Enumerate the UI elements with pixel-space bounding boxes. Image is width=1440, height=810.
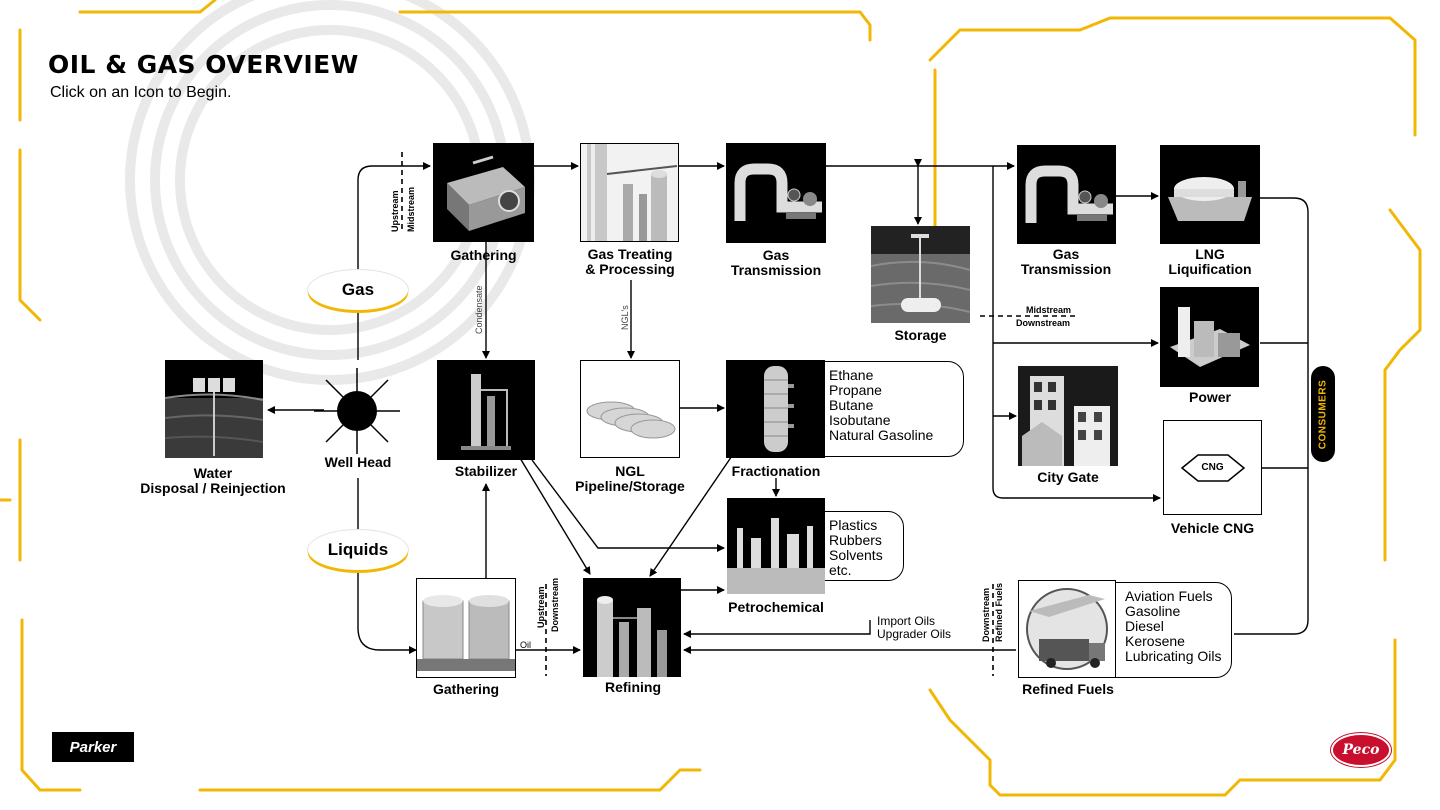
refinery-plant-icon: [727, 518, 825, 594]
downstream-label-fuels: Downstream: [981, 587, 991, 642]
product-item: Butane: [829, 397, 874, 413]
refining-towers-icon: [597, 596, 667, 677]
midstream-label-storage: Midstream: [1026, 305, 1072, 315]
vehicle-cng-icon[interactable]: CNG: [1163, 420, 1262, 515]
page-title: OIL & GAS OVERVIEW: [48, 50, 359, 79]
city-gate-label: City Gate: [1037, 469, 1099, 485]
product-item: Ethane: [829, 367, 874, 383]
power-label: Power: [1188, 389, 1231, 405]
power-plant-icon: [1170, 307, 1250, 367]
condensate-label: Condensate: [474, 285, 484, 334]
well-head-label: Well Head: [324, 454, 392, 470]
lng-liquification-icon[interactable]: [1160, 145, 1260, 244]
liquids-branch-oval[interactable]: Liquids: [308, 530, 408, 570]
parker-logo: Parker: [52, 732, 134, 762]
product-item: Solvents: [829, 547, 883, 563]
page-subtitle: Click on an Icon to Begin.: [50, 84, 232, 101]
ngl-tanks-icon: [586, 401, 676, 439]
upgrader-oils-label: Upgrader Oils: [877, 627, 952, 641]
fractionation-label: Fractionation: [731, 463, 821, 479]
upstream-label-gas: Upstream: [390, 190, 400, 232]
city-gate-icon[interactable]: [1018, 366, 1118, 466]
refined-fuels-vertical-label: Refined Fuels: [994, 582, 1004, 642]
processing-tower-icon: [581, 144, 678, 241]
oil-label: Oil: [520, 640, 531, 650]
gas-treating-icon[interactable]: [580, 143, 679, 242]
pipeline-valve-icon: [734, 163, 822, 221]
gathering-gas-icon[interactable]: [433, 143, 534, 242]
underground-storage-icon: [870, 226, 971, 323]
downstream-label-liquids: Downstream: [550, 577, 560, 632]
lng-tanker-icon: [1168, 177, 1252, 221]
storage-label: Storage: [894, 327, 947, 343]
refining-icon[interactable]: [583, 578, 681, 677]
stabilizer-label: Stabilizer: [454, 463, 518, 479]
product-item: Rubbers: [829, 532, 882, 548]
refining-label: Refining: [605, 679, 661, 695]
power-icon[interactable]: [1160, 287, 1259, 387]
product-item: Aviation Fuels: [1125, 588, 1213, 604]
injection-well-icon: [164, 378, 264, 458]
product-item: etc.: [829, 562, 852, 578]
product-item: Gasoline: [1125, 603, 1181, 619]
product-item: Kerosene: [1125, 633, 1185, 649]
consumers-label: CONSUMERS: [1317, 379, 1329, 449]
compressor-icon: [447, 155, 525, 231]
gathering-gas-label: Gathering: [450, 247, 517, 263]
refined-fuels-label: Refined Fuels: [1022, 681, 1114, 697]
storage-tanks-icon: [417, 595, 515, 671]
petrochemical-label: Petrochemical: [728, 599, 824, 615]
gas-treating-label: Gas Treating& Processing: [585, 246, 675, 277]
downstream-label-storage: Downstream: [1016, 318, 1071, 328]
product-item: Diesel: [1125, 618, 1164, 634]
product-item: Plastics: [829, 517, 878, 533]
water-disposal-icon[interactable]: [164, 360, 264, 458]
ngls-label: NGL's: [620, 305, 630, 330]
gathering-liquids-icon[interactable]: [416, 578, 516, 678]
upstream-label-liquids: Upstream: [536, 586, 546, 628]
import-oils-label: Import Oils: [877, 614, 936, 628]
well-head-icon[interactable]: [312, 366, 402, 456]
peco-logo: Peco: [1331, 733, 1391, 767]
gathering-liquids-label: Gathering: [432, 681, 500, 697]
product-item: Natural Gasoline: [829, 427, 934, 443]
gas-transmission-2-icon[interactable]: [1017, 145, 1116, 244]
refined-fuels-icon[interactable]: [1018, 580, 1116, 678]
petrochemical-icon[interactable]: [727, 498, 825, 594]
city-buildings-icon: [1018, 366, 1118, 466]
product-item: Lubricating Oils: [1125, 648, 1222, 664]
pipeline-valve-2-icon: [1025, 165, 1113, 223]
ngl-pipeline-icon[interactable]: [580, 360, 680, 458]
cng-badge-text: CNG: [1201, 462, 1224, 473]
stabilizer-column-icon: [461, 374, 511, 450]
consumers-pill[interactable]: CONSUMERS: [1311, 366, 1335, 462]
cng-diamond-icon: [1180, 454, 1246, 482]
stabilizer-icon[interactable]: [437, 360, 535, 460]
vehicle-cng-label: Vehicle CNG: [1170, 520, 1255, 536]
product-item: Propane: [829, 382, 882, 398]
product-item: Isobutane: [829, 412, 891, 428]
midstream-label-gas: Midstream: [406, 186, 416, 232]
gas-transmission-icon[interactable]: [726, 143, 826, 243]
fractionation-column-icon: [764, 366, 794, 452]
storage-icon[interactable]: [870, 226, 971, 323]
fuel-transport-icon: [1026, 588, 1108, 670]
gas-branch-oval[interactable]: Gas: [308, 270, 408, 310]
fractionation-icon[interactable]: [726, 360, 825, 458]
